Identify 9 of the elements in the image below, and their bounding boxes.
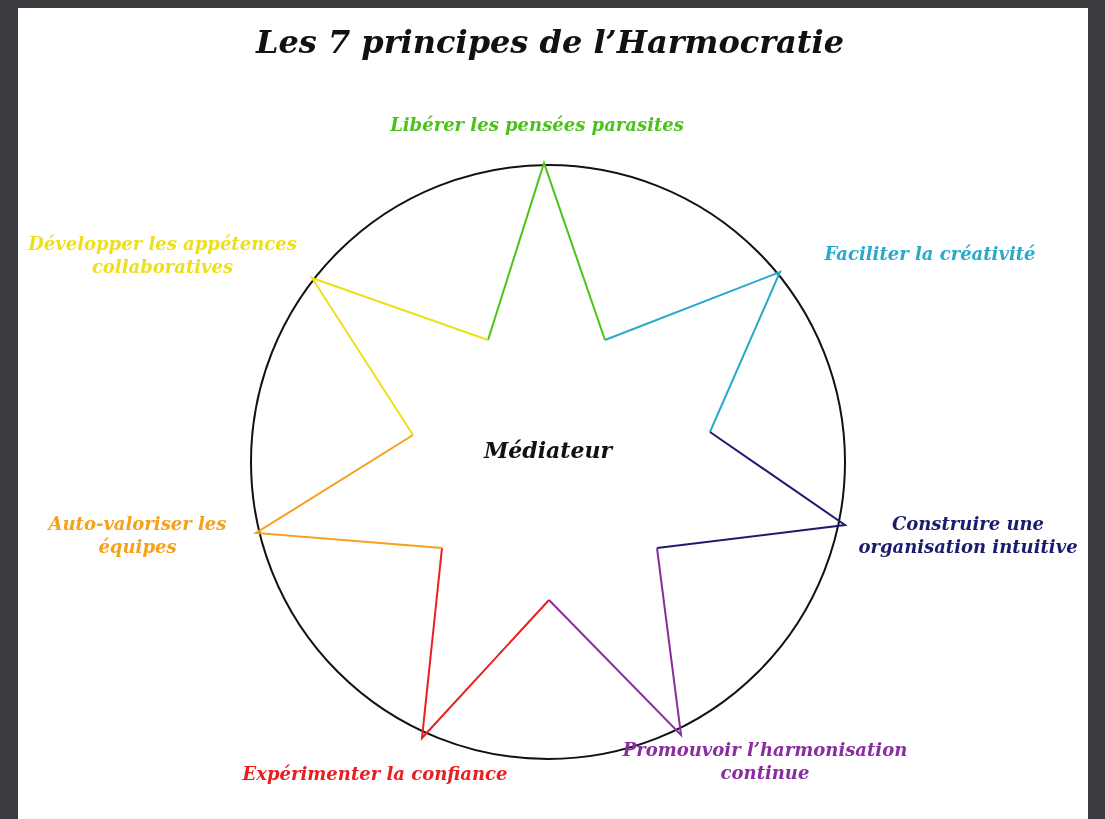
title: Les 7 principes de l’Harmocratie xyxy=(254,22,846,63)
principle-label: Faciliter la créativité xyxy=(823,242,1037,266)
principle-label: Auto-valoriser les équipes xyxy=(46,512,228,559)
center-label: Médiateur xyxy=(482,436,615,465)
principle-label: Promouvoir l’harmonisation continue xyxy=(621,738,909,785)
principle-label: Construire une organisation intuitive xyxy=(857,512,1079,559)
principle-label: Expérimenter la confiance xyxy=(241,762,509,786)
principle-label: Développer les appétences collaboratives xyxy=(27,232,298,279)
principle-label: Libérer les pensées parasites xyxy=(389,113,685,137)
